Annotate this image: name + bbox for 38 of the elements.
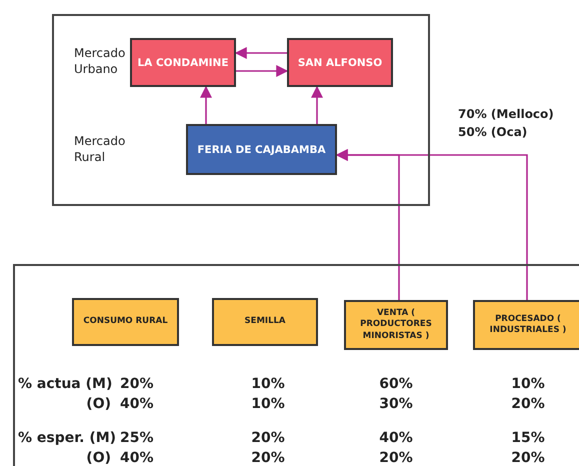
- percentage-value: 20%: [511, 451, 545, 465]
- percentage-value: 40%: [120, 397, 154, 411]
- frame-box: [13, 264, 579, 466]
- percentage-value: % actua (M): [18, 377, 112, 391]
- percentage-value: 10%: [251, 397, 285, 411]
- arrow: [336, 149, 528, 300]
- percentage-value: 10%: [511, 377, 545, 391]
- percentage-value: (O): [86, 451, 111, 465]
- percentage-value: 60%: [379, 377, 413, 391]
- arrow: [311, 86, 323, 124]
- percentage-value: 30%: [379, 397, 413, 411]
- share-note: 50% (Oca): [458, 126, 528, 138]
- market-box: FERIA DE CAJABAMBA: [186, 124, 337, 175]
- group-frame: [52, 14, 430, 206]
- arrow: [200, 86, 212, 124]
- share-note: 70% (Melloco): [458, 108, 554, 120]
- percentage-value: 40%: [379, 431, 413, 445]
- market-type-label: Mercado Rural: [74, 134, 126, 166]
- percentage-value: 20%: [251, 451, 285, 465]
- percentage-value: 20%: [511, 397, 545, 411]
- arrow: [234, 47, 287, 59]
- percentage-value: 40%: [120, 451, 154, 465]
- percentage-value: 20%: [120, 377, 154, 391]
- use-box: SEMILLA: [212, 298, 318, 346]
- percentage-value: 25%: [120, 431, 154, 445]
- percentage-value: % esper. (M): [18, 431, 116, 445]
- market-type-label: Mercado Urbano: [74, 46, 126, 78]
- market-box: LA CONDAMINE: [130, 38, 236, 87]
- percentage-value: 10%: [251, 377, 285, 391]
- percentage-value: 20%: [251, 431, 285, 445]
- arrow: [236, 65, 288, 77]
- use-box: CONSUMO RURAL: [72, 298, 179, 346]
- use-box: PROCESADO ( INDUSTRIALES ): [473, 300, 579, 350]
- percentage-value: 15%: [511, 431, 545, 445]
- percentage-value: 20%: [379, 451, 413, 465]
- percentage-value: (O): [86, 397, 111, 411]
- market-box: SAN ALFONSO: [287, 38, 393, 87]
- use-box: VENTA ( PRODUCTORES MINORISTAS ): [344, 300, 448, 350]
